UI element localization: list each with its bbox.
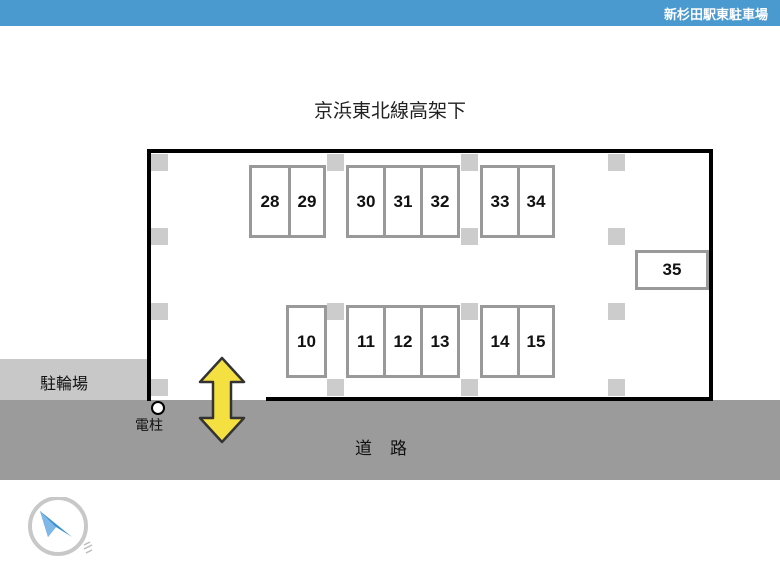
parking-space-13[interactable]: 13: [420, 305, 460, 378]
parking-space-12[interactable]: 12: [383, 305, 423, 378]
pillar: [461, 154, 478, 171]
bicycle-parking: 駐輪場: [0, 359, 147, 400]
header-title: 新杉田駅東駐車場: [663, 8, 768, 23]
pillar: [608, 303, 625, 320]
compass-icon: [28, 497, 93, 556]
parking-lot-bottom-wall: [266, 397, 713, 401]
parking-space-33[interactable]: 33: [480, 165, 520, 238]
road-label: 道路: [355, 439, 425, 459]
parking-space-14[interactable]: 14: [480, 305, 520, 378]
pillar: [608, 228, 625, 245]
parking-space-15[interactable]: 15: [517, 305, 555, 378]
parking-space-35[interactable]: 35: [635, 250, 709, 290]
pillar: [327, 303, 344, 320]
pillar: [151, 228, 168, 245]
parking-space-34[interactable]: 34: [517, 165, 555, 238]
pillar: [608, 154, 625, 171]
parking-space-31[interactable]: 31: [383, 165, 423, 238]
utility-pole-icon: [151, 401, 165, 415]
parking-space-28[interactable]: 28: [249, 165, 291, 238]
parking-space-30[interactable]: 30: [346, 165, 386, 238]
parking-space-10[interactable]: 10: [286, 305, 327, 378]
pillar: [461, 379, 478, 396]
utility-pole-label: 電柱: [135, 418, 163, 434]
parking-space-32[interactable]: 32: [420, 165, 460, 238]
pillar: [151, 154, 168, 171]
double-arrow-vertical-icon: [198, 356, 246, 444]
parking-lot-outline: [147, 149, 713, 401]
pillar: [327, 154, 344, 171]
bicycle-parking-label: 駐輪場: [40, 374, 89, 393]
pillar: [608, 379, 625, 396]
parking-space-11[interactable]: 11: [346, 305, 386, 378]
pillar: [461, 228, 478, 245]
pillar: [327, 379, 344, 396]
pillar: [151, 379, 168, 396]
pillar: [151, 303, 168, 320]
pillar: [461, 303, 478, 320]
road: [0, 400, 780, 480]
header-bar: 新杉田駅東駐車場: [0, 0, 780, 26]
parking-space-29[interactable]: 29: [288, 165, 326, 238]
map-title: 京浜東北線高架下: [313, 100, 466, 122]
